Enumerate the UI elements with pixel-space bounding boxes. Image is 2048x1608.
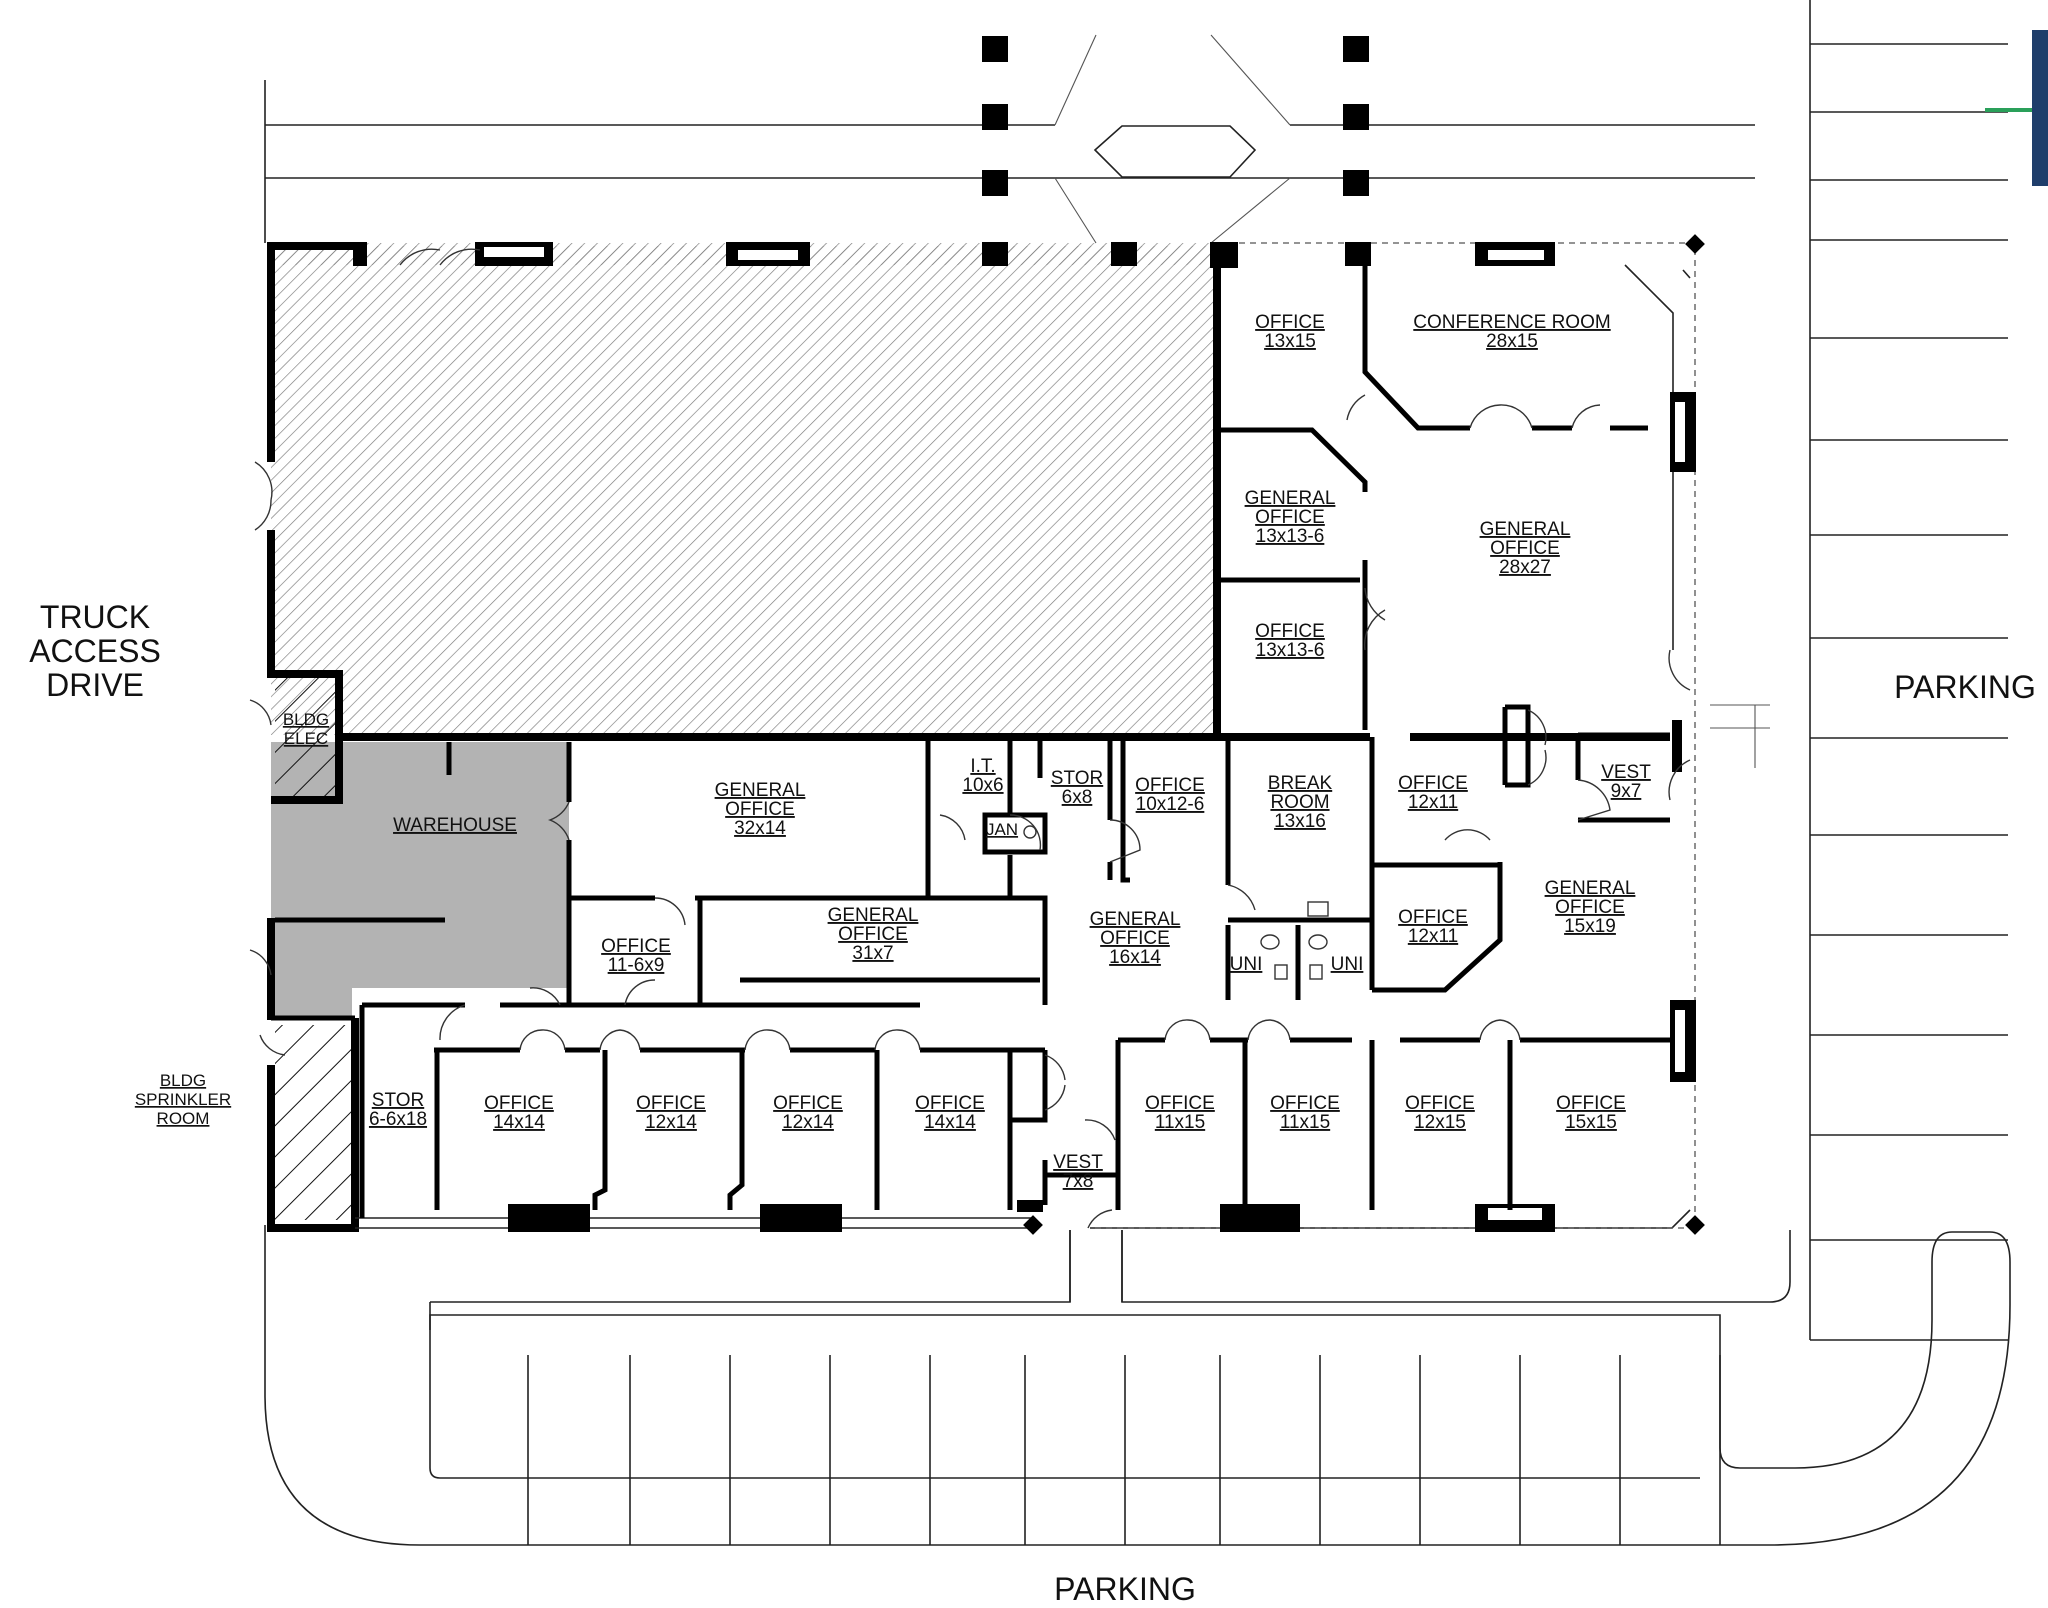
warehouse-shaded-area	[271, 742, 569, 1018]
office-5-size: 11-6x9	[608, 955, 665, 976]
office-13-name: OFFICE	[1405, 1093, 1475, 1114]
gen-office-c-name-1: GENERAL	[715, 780, 806, 801]
gen-office-f-size: 15x19	[1564, 916, 1616, 937]
office-11-size: 11x15	[1155, 1112, 1205, 1133]
sink-icon	[1023, 825, 1037, 839]
office-2-size: 13x13-6	[1256, 640, 1325, 661]
bldg-elec-label-2: ELEC	[284, 729, 328, 748]
bldg-elec-hatch	[275, 678, 339, 800]
uni-2-name: UNI	[1331, 954, 1364, 975]
stor-2-name: STOR	[372, 1090, 424, 1111]
truck-access-line-2: ACCESS	[29, 633, 161, 669]
break-room-name-1: BREAK	[1268, 773, 1333, 794]
truck-access-line-1: TRUCK	[40, 599, 150, 635]
gen-office-d-size: 31x7	[852, 943, 893, 964]
gen-office-a-name-2: OFFICE	[1255, 507, 1325, 528]
uni-1-name: UNI	[1230, 954, 1263, 975]
office-11-name: OFFICE	[1145, 1093, 1215, 1114]
plumbing-fixtures	[1023, 825, 1329, 980]
parking-south-label: PARKING	[1054, 1571, 1196, 1607]
office-14-size: 15x15	[1565, 1112, 1617, 1133]
it-size: 10x6	[962, 775, 1003, 796]
office-3-name: OFFICE	[1135, 775, 1205, 796]
gen-office-c-name-2: OFFICE	[725, 799, 795, 820]
office-5-name: OFFICE	[601, 936, 671, 957]
office-2-name: OFFICE	[1255, 621, 1325, 642]
gen-office-f-name-2: OFFICE	[1555, 897, 1625, 918]
jan-name: JAN	[986, 820, 1018, 839]
office-14-name: OFFICE	[1556, 1093, 1626, 1114]
gen-office-e-name-1: GENERAL	[1090, 909, 1181, 930]
site-lines	[264, 0, 2011, 1546]
office-8-name: OFFICE	[636, 1093, 706, 1114]
stor-1-size: 6x8	[1062, 787, 1093, 808]
break-room-name-2: ROOM	[1270, 792, 1329, 813]
landscape-island	[1093, 125, 1257, 178]
site-bollards	[982, 36, 1369, 196]
office-6-name: OFFICE	[1398, 907, 1468, 928]
gen-office-d-name-1: GENERAL	[828, 905, 919, 926]
accent-mark	[1985, 30, 2048, 186]
gen-office-c-size: 32x14	[734, 818, 786, 839]
stor-2-size: 6-6x18	[369, 1109, 427, 1130]
gen-office-b-name-2: OFFICE	[1490, 538, 1560, 559]
vest-2-size: 7x8	[1063, 1171, 1094, 1192]
office-13-size: 12x15	[1414, 1112, 1466, 1133]
office-4-size: 12x11	[1408, 792, 1458, 813]
sprinkler-hatch	[275, 1025, 359, 1220]
office-10-size: 14x14	[924, 1112, 976, 1133]
office-7-size: 14x14	[493, 1112, 545, 1133]
vest-2-name: VEST	[1053, 1152, 1103, 1173]
office-7-name: OFFICE	[484, 1093, 554, 1114]
interior-walls	[275, 246, 1670, 1218]
vest-1-name: VEST	[1601, 762, 1651, 783]
gen-office-a-size: 13x13-6	[1256, 526, 1325, 547]
it-name: I.T.	[970, 756, 995, 777]
conference-name: CONFERENCE ROOM	[1413, 312, 1610, 333]
gen-office-f-name-1: GENERAL	[1545, 878, 1636, 899]
office-8-size: 12x14	[645, 1112, 697, 1133]
conference-size: 28x15	[1486, 331, 1538, 352]
warehouse-name: WAREHOUSE	[393, 815, 517, 836]
office-6-size: 12x11	[1408, 926, 1458, 947]
vest-1-size: 9x7	[1611, 781, 1642, 802]
gen-office-e-size: 16x14	[1109, 947, 1161, 968]
toilet-icon	[1308, 934, 1328, 950]
office-9-size: 12x14	[782, 1112, 834, 1133]
sprinkler-label-2: SPRINKLER	[135, 1090, 231, 1109]
stor-1-name: STOR	[1051, 768, 1103, 789]
site-labels: TRUCK ACCESS DRIVE PARKING PARKING	[29, 599, 2036, 1607]
toilet-icon	[1260, 934, 1280, 950]
office-4-name: OFFICE	[1398, 773, 1468, 794]
gen-office-b-name-1: GENERAL	[1480, 519, 1571, 540]
gen-office-b-size: 28x27	[1499, 557, 1551, 578]
office-1-size: 13x15	[1264, 331, 1316, 352]
office-12-name: OFFICE	[1270, 1093, 1340, 1114]
gen-office-a-name-1: GENERAL	[1245, 488, 1336, 509]
warehouse-hatch	[271, 246, 1217, 735]
office-12-size: 11x15	[1280, 1112, 1330, 1133]
exterior-walls	[267, 234, 1705, 1235]
parking-east-label: PARKING	[1894, 669, 2036, 705]
room-labels: OFFICE 13x15 CONFERENCE ROOM 28x15 GENER…	[135, 312, 1651, 1192]
office-10-name: OFFICE	[915, 1093, 985, 1114]
gen-office-e-name-2: OFFICE	[1100, 928, 1170, 949]
truck-access-line-3: DRIVE	[46, 667, 144, 703]
office-1-name: OFFICE	[1255, 312, 1325, 333]
office-3-size: 10x12-6	[1136, 794, 1205, 815]
sprinkler-label-1: BLDG	[160, 1071, 206, 1090]
gen-office-d-name-2: OFFICE	[838, 924, 908, 945]
door-swings	[249, 248, 1691, 1229]
bldg-elec-label-1: BLDG	[283, 710, 329, 729]
sprinkler-label-3: ROOM	[157, 1109, 210, 1128]
break-room-size: 13x16	[1274, 811, 1326, 832]
office-9-name: OFFICE	[773, 1093, 843, 1114]
